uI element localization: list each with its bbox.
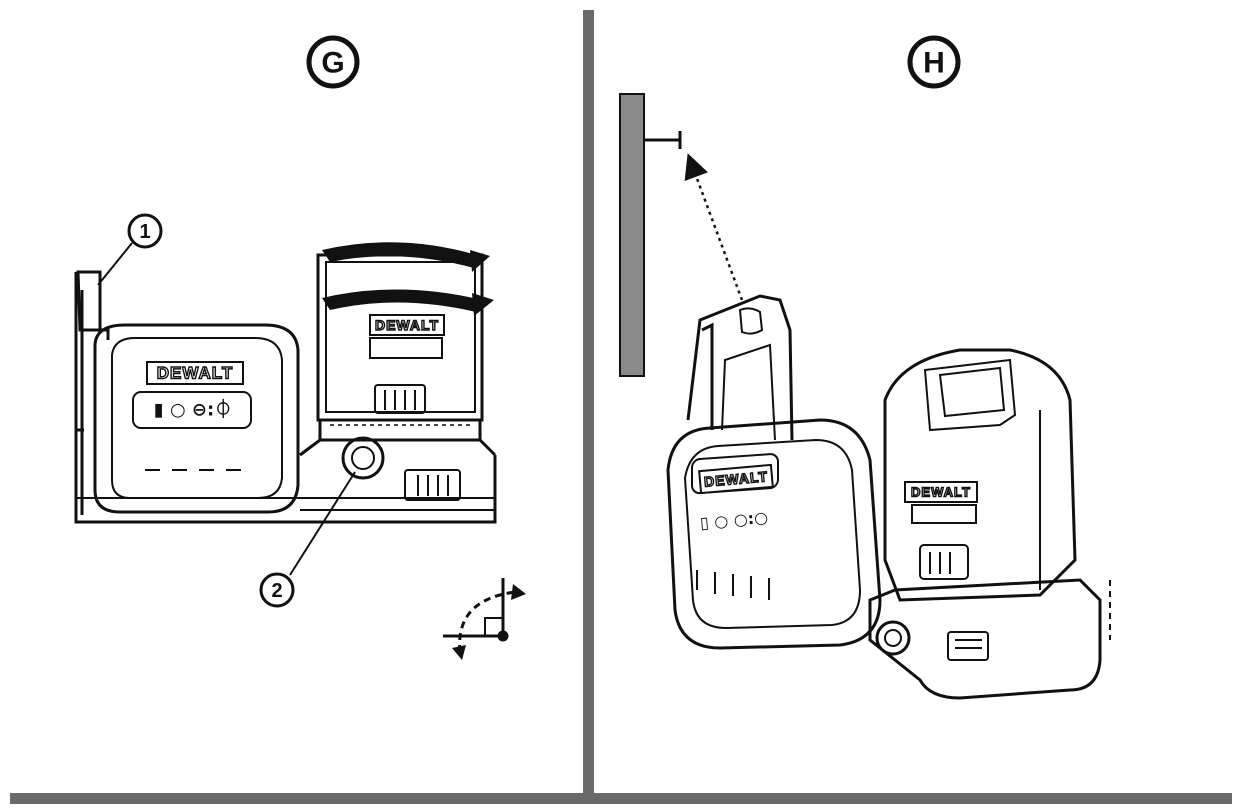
- laser-head-g: [316, 253, 484, 442]
- callout-2: 2: [259, 471, 356, 608]
- indicator-symbols-h: ▯ ○ ○:○: [699, 508, 769, 533]
- indicator-symbols-g: ▮ ○ ⊖:⏀: [154, 399, 232, 421]
- brand-logo-h: DEWALT: [703, 468, 768, 490]
- device-housing-h: [666, 418, 882, 650]
- brand-logo-small-h: DEWALT: [911, 485, 971, 500]
- wall-screw: [644, 131, 682, 149]
- panel-g-letter-text: G: [321, 47, 344, 80]
- bottom-divider: [10, 793, 1232, 804]
- brand-logo-g: DEWALT: [157, 364, 234, 383]
- laser-head-h: [883, 348, 1077, 602]
- hanging-bracket-h: [686, 294, 794, 441]
- brand-logo-small-g: DEWALT: [375, 317, 439, 333]
- panel-h: H DEWALT ▯ ○ ○:○: [619, 35, 1111, 700]
- base-unit-g: [299, 438, 497, 501]
- vertical-divider: [583, 10, 594, 795]
- wall: [619, 93, 645, 377]
- rotation-arrows: [322, 242, 494, 316]
- device-housing-g: [93, 323, 300, 514]
- callout-1-text: 1: [139, 221, 150, 243]
- mounting-direction-arrow: [684, 153, 744, 301]
- panel-g: G DEWALT ▮ ○ ⊖:⏀: [74, 35, 526, 660]
- mount-bracket: [74, 270, 497, 524]
- panel-g-letter: G: [306, 35, 360, 89]
- knob-h: [875, 620, 911, 656]
- base-unit-h: [868, 578, 1111, 700]
- knob-g: [341, 436, 385, 480]
- panel-h-letter: H: [907, 35, 961, 89]
- callout-2-text: 2: [271, 580, 282, 602]
- callout-1: 1: [97, 213, 163, 286]
- panel-h-letter-text: H: [923, 47, 945, 80]
- right-angle-rotation-icon: [443, 578, 526, 660]
